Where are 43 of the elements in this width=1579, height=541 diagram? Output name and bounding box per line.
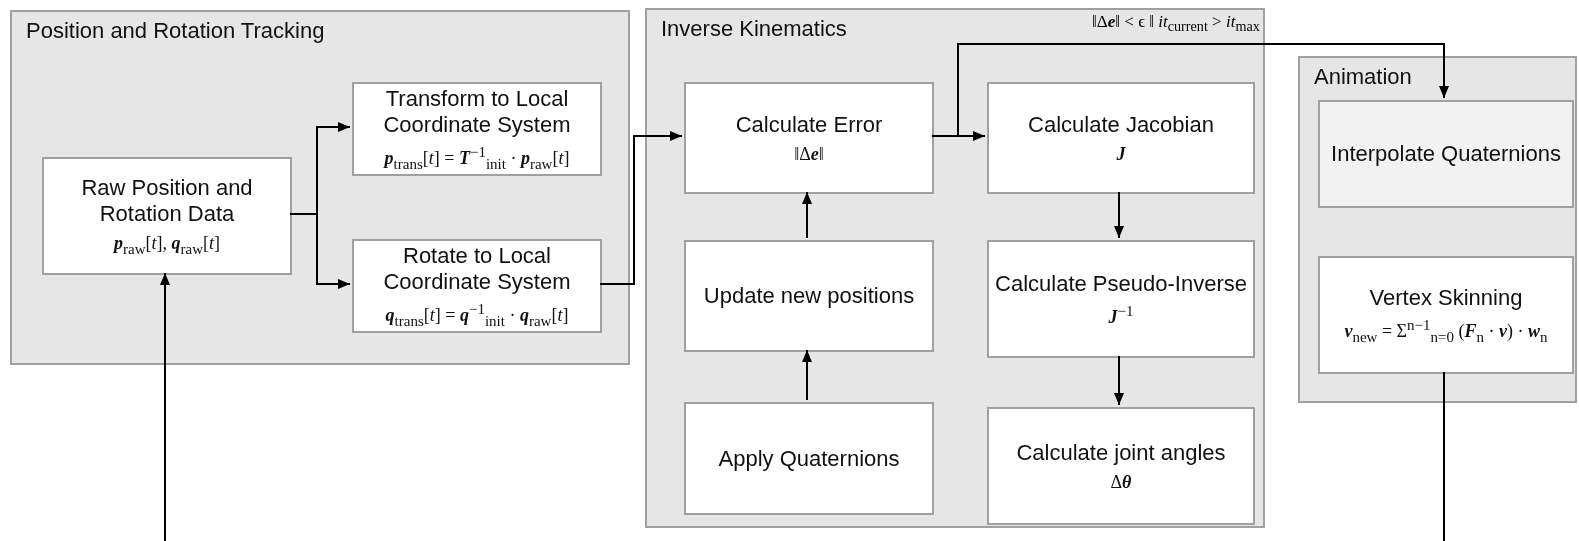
box-title: Calculate joint angles: [1016, 439, 1226, 466]
formula: Δθ: [1110, 471, 1132, 493]
process-box: [987, 240, 1255, 358]
process-box: [352, 82, 602, 176]
process-box: [352, 239, 602, 333]
arrow: [160, 272, 170, 541]
panel-title: Position and Rotation Tracking: [26, 18, 325, 44]
formula: J: [1116, 143, 1126, 165]
box-title: Calculate Jacobian: [1028, 111, 1214, 138]
box-title: Transform to Local Coordinate System: [382, 85, 572, 138]
box-title: Calculate Error: [735, 111, 883, 138]
group-panel: [645, 8, 1265, 528]
formula: p$_{raw}$[t], q$_{raw}$[t]: [114, 232, 220, 258]
box-title: Rotate to Local Coordinate System: [382, 242, 572, 295]
process-box: [684, 240, 934, 352]
arrow: [802, 191, 812, 239]
arrow: [599, 131, 683, 285]
process-box: [684, 82, 934, 194]
connector-line: [1443, 371, 1445, 541]
arrow: [802, 349, 812, 401]
box-title: Interpolate Quaternions: [1331, 141, 1561, 167]
box-title: Apply Quaternions: [718, 445, 900, 472]
process-box: [987, 407, 1255, 525]
box-title: Raw Position and Rotation Data: [80, 174, 254, 227]
process-box: [987, 82, 1255, 194]
box-title: Calculate Pseudo-Inverse: [995, 270, 1247, 297]
process-box: [684, 402, 934, 515]
process-box: [42, 157, 292, 275]
box-title: Update new positions: [703, 283, 915, 309]
formula: p$_{trans}$[t] = T$^{−1}$$_{init}$ · p$_{raw}$[t]: [384, 143, 570, 173]
group-panel: [1298, 56, 1577, 403]
panel-title: Animation: [1314, 64, 1412, 90]
formula: J$^{−1}$: [1108, 302, 1134, 328]
formula: ‖Δe‖: [794, 143, 824, 165]
panel-title: Inverse Kinematics: [661, 16, 847, 42]
box-title: Vertex Skinning: [1369, 284, 1523, 311]
group-panel: [10, 10, 630, 365]
formula: q$_{trans}$[t] = q$^{−1}$$_{init}$ · q$_{raw}$[t]: [385, 300, 569, 330]
process-box: [1318, 100, 1574, 208]
arrow: [1114, 191, 1124, 239]
process-box: [1318, 256, 1574, 374]
arrow: [1114, 355, 1124, 406]
formula: v$_{new}$ = Σ$^{n−1}$$_{n=0}$ (F$_{n}$ · v) · w$_{n}$: [1344, 316, 1548, 346]
